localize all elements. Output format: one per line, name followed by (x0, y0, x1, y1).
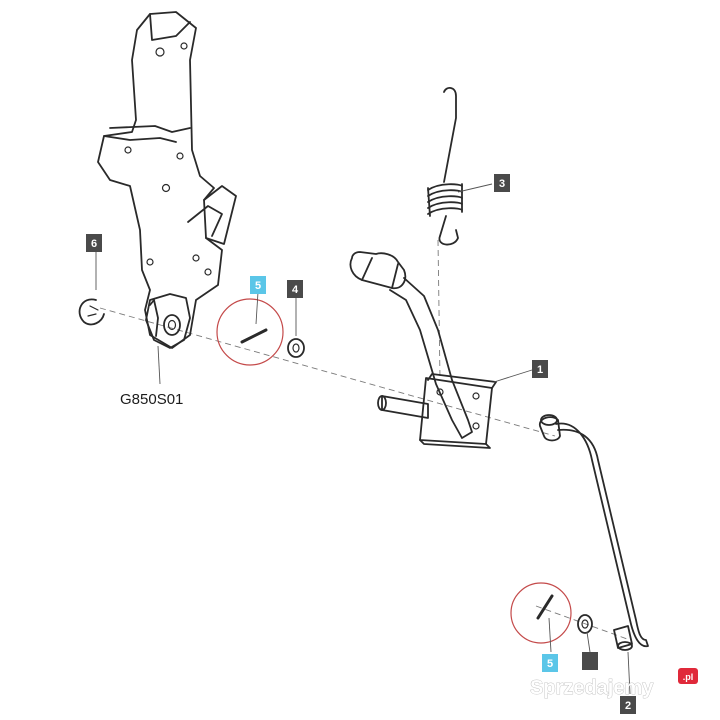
linkage-rod (539, 414, 649, 651)
cotter-pin-upper (216, 298, 284, 366)
pedal-lever (349, 251, 497, 449)
callout-5-upper: 5 (250, 276, 266, 294)
leader-lines (95, 183, 631, 695)
callout-4: 4 (287, 280, 303, 298)
highlight-circle-upper (216, 298, 284, 366)
callout-3: 3 (494, 174, 510, 192)
e-clip-part (78, 298, 105, 326)
watermark-suffix: .pl (683, 672, 694, 682)
svg-text:3: 3 (499, 178, 505, 190)
callout-4-lower-hidden (582, 652, 598, 670)
washer-lower (577, 614, 593, 634)
svg-text:5: 5 (547, 658, 553, 670)
watermark-badge (678, 668, 698, 684)
svg-text:5: 5 (255, 280, 261, 292)
svg-text:4: 4 (292, 284, 299, 296)
callout-1: 1 (532, 360, 548, 378)
svg-text:1: 1 (537, 364, 543, 376)
highlight-circle-lower (510, 582, 572, 644)
svg-text:2: 2 (625, 700, 631, 712)
cotter-pin-lower (510, 582, 572, 644)
mounting-bracket (97, 11, 237, 349)
watermark-text: Sprzedajemy (530, 677, 654, 699)
callout-2: 2 (620, 696, 636, 714)
tension-spring (427, 87, 463, 246)
callout-5-lower: 5 (542, 654, 558, 672)
assembly-code-label: G850S01 (120, 391, 183, 408)
watermark: Sprzedajemy .pl (530, 668, 698, 699)
washer-upper (287, 338, 305, 358)
callout-6: 6 (86, 234, 102, 252)
svg-text:6: 6 (91, 238, 97, 250)
